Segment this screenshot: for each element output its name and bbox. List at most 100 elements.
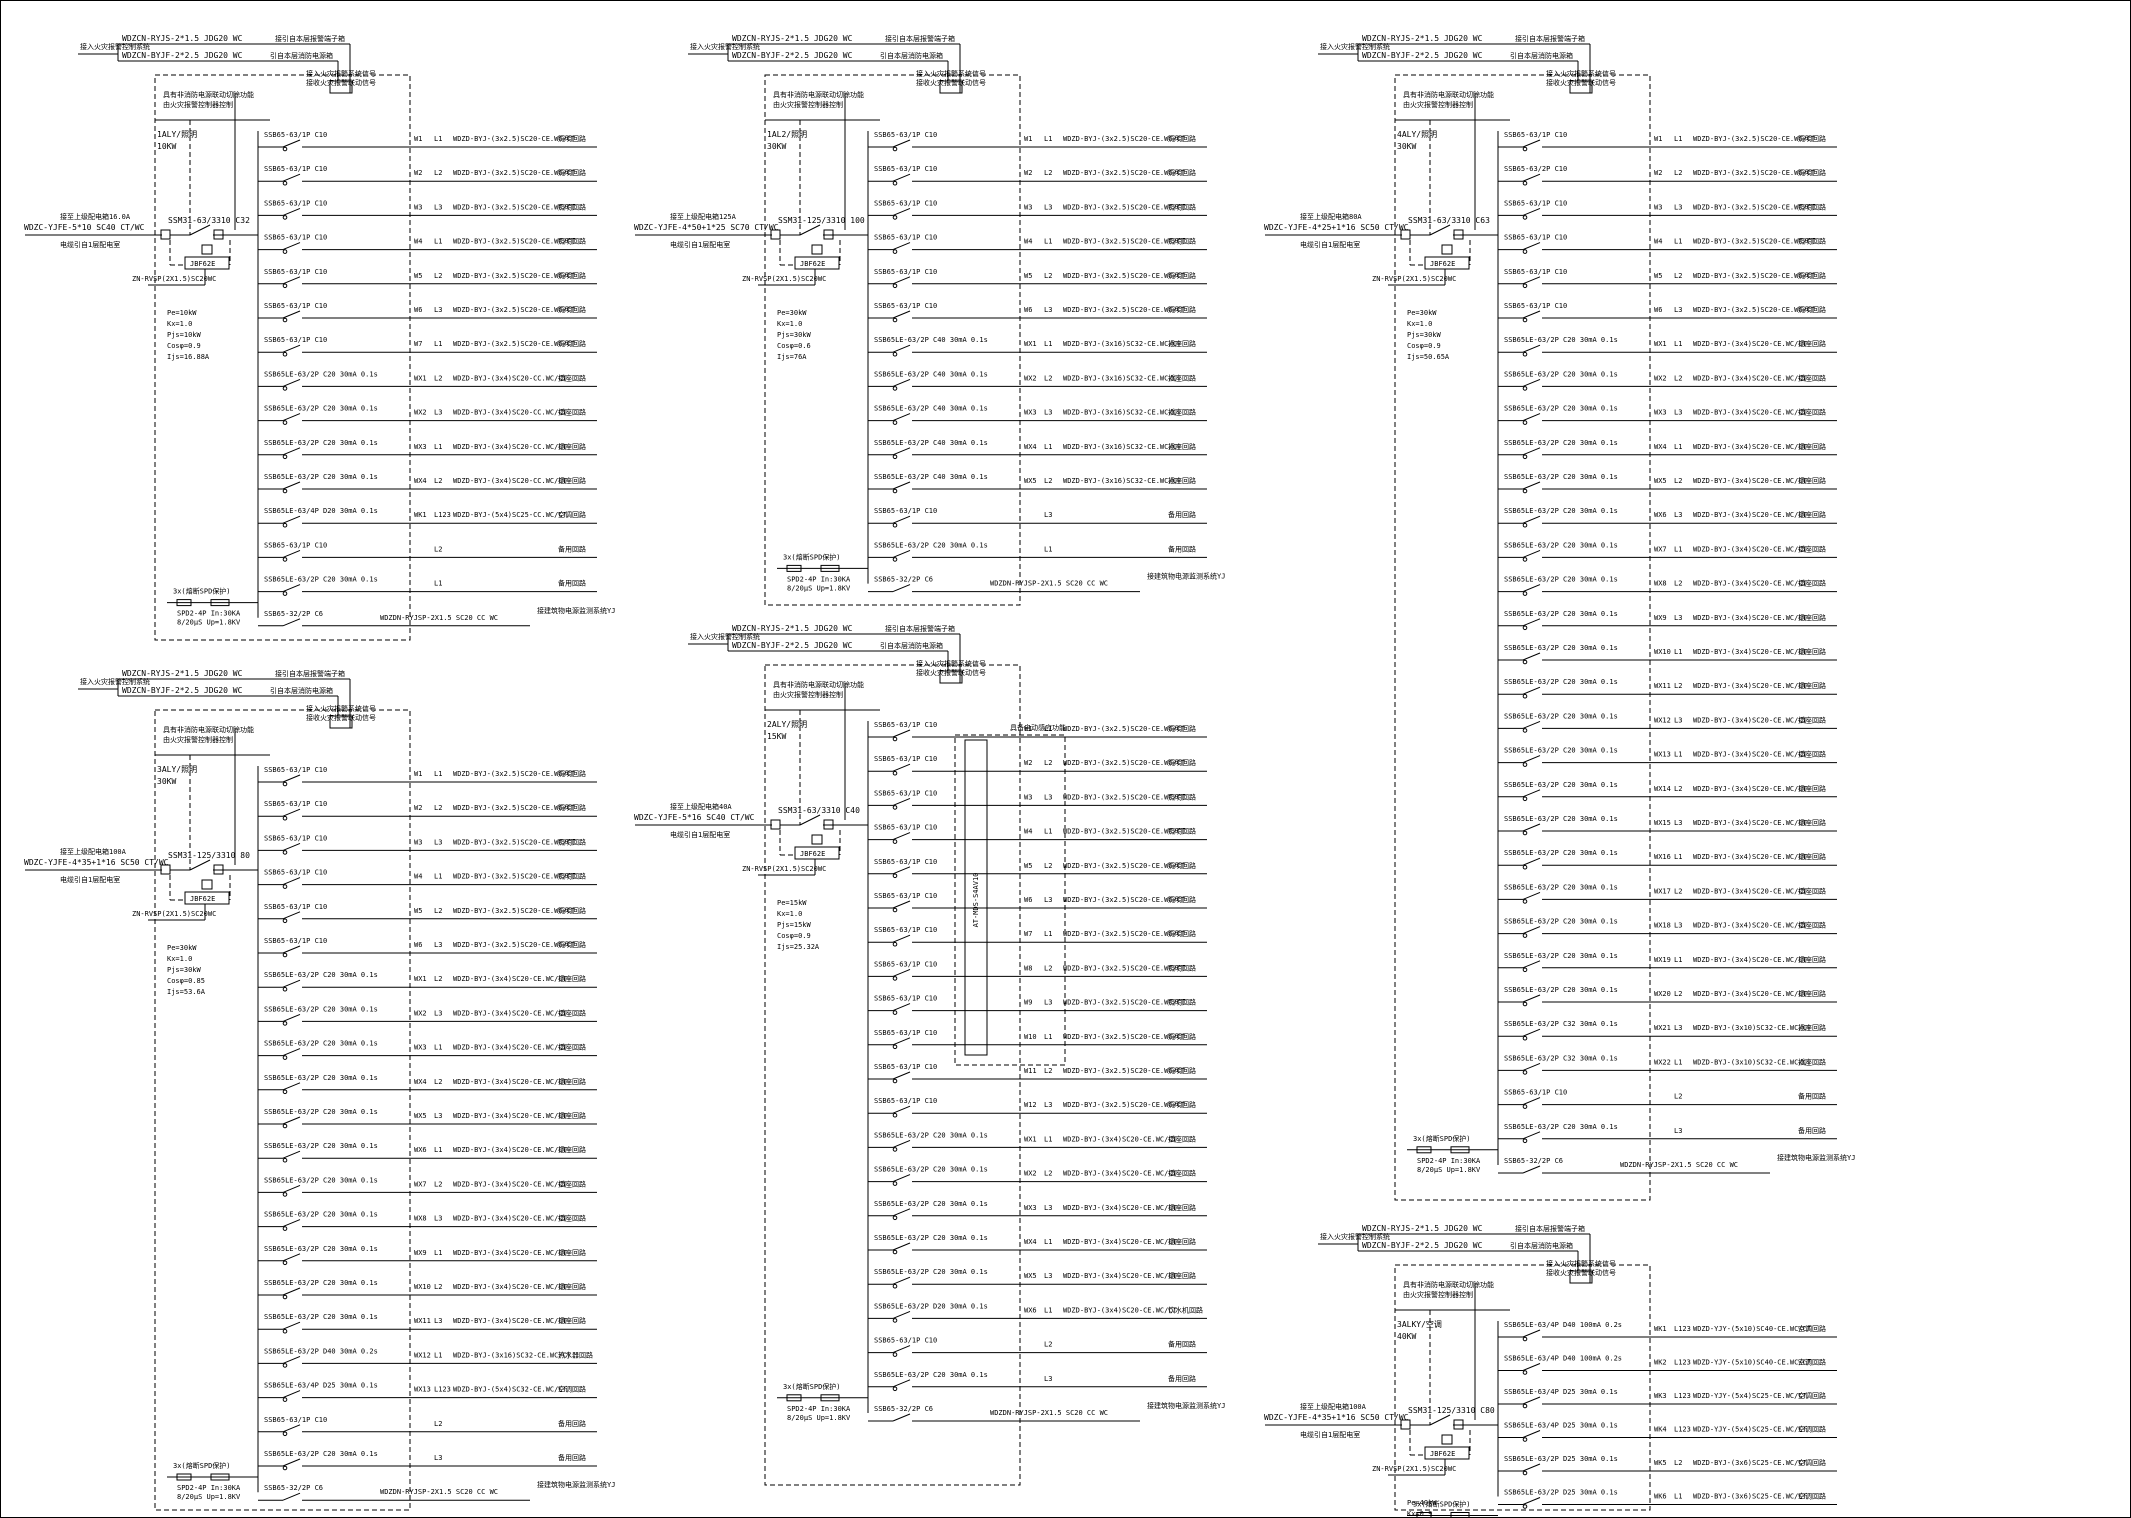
branch-breaker: SSB65-63/1P C10: [874, 789, 937, 797]
circuit-cable: WDZD-BYJ-(3x4)SC20-CE.WC/CT: [1693, 922, 1808, 930]
branch-switch: [892, 797, 911, 806]
branch-breaker: SSB65-63/1P C10: [874, 1097, 937, 1105]
circuit-phase: L3: [1674, 1127, 1682, 1135]
circuit-cable: WDZD-BYJ-(3x2.5)SC20-CE.WC/CT: [1063, 238, 1186, 246]
circuit-use: 空调回路: [558, 510, 586, 519]
branch-breaker: SSB65LE-63/2P C20 30mA 0.1s: [264, 1245, 378, 1253]
branch-switch: [282, 1424, 301, 1433]
circuit-cable: WDZD-YJY-(5x4)SC25-CE.WC/CT: [1693, 1392, 1808, 1400]
branch-switch: [1522, 1028, 1541, 1037]
incoming-cable: WDZC-YJFE-4*35+1*16 SC50 CT/WC: [1264, 1413, 1409, 1422]
branch-switch: [282, 1116, 301, 1125]
note-nonfire-cut: 具有非消防电源联动切除功能: [163, 90, 254, 99]
circuit-id: W6: [1024, 896, 1032, 904]
circuit-id: W3: [414, 203, 422, 211]
calc-value: Ijs=25.32A: [777, 943, 820, 951]
circuit-use: 插座回路: [1798, 476, 1826, 485]
breaker-contact-icon: [892, 907, 898, 913]
spd-switch: [282, 618, 301, 627]
circuit-phase: L2: [1674, 785, 1682, 793]
note-nonfire-cut: 具有非消防电源联动切除功能: [163, 725, 254, 734]
branch-breaker: SSB65LE-63/2P C40 30mA 0.1s: [874, 370, 988, 378]
circuit-phase: L2: [434, 1283, 442, 1291]
circuit-id: W5: [414, 272, 422, 280]
note-fire-signal: 接入火灾报警系统信号: [916, 659, 986, 668]
main-breaker-switch: [189, 859, 211, 871]
circuit-phase: L1: [1674, 956, 1682, 964]
circuit-phase: L3: [434, 1317, 442, 1325]
circuit-phase: L2: [434, 1420, 442, 1428]
branch-breaker: SSB65-63/1P C10: [874, 960, 937, 968]
circuit-cable: WDZD-BYJ-(3x2.5)SC20-CE.WC/CT: [453, 135, 576, 143]
branch-switch: [1522, 549, 1541, 558]
circuit-cable: WDZD-BYJ-(3x2.5)SC20-CE.WC/CT: [1063, 964, 1186, 972]
incoming-source: 接至上级配电箱100A: [1300, 1402, 1367, 1411]
circuit-cable: WDZD-BYJ-(3x4)SC20-CE.WC/CT: [453, 1317, 568, 1325]
branch-breaker: SSB65LE-63/4P D25 30mA 0.1s: [1504, 1388, 1618, 1396]
branch-breaker: SSB65-63/1P C10: [1504, 199, 1567, 207]
branch-breaker: SSB65LE-63/2P C20 30mA 0.1s: [1504, 541, 1618, 549]
circuit-cable: WDZD-BYJ-(3x4)SC20-CE.WC/CT: [1693, 545, 1808, 553]
branch-switch: [892, 1379, 911, 1388]
circuit-phase: L1: [1674, 1058, 1682, 1066]
circuit-cable: WDZD-BYJ-(3x4)SC20-CE.WC/CT: [1693, 853, 1808, 861]
breaker-contact-icon: [282, 952, 288, 958]
breaker-contact-icon: [282, 557, 288, 562]
circuit-cable: WDZD-BYJ-(3x6)SC25-CE.WC/CT: [1693, 1493, 1808, 1501]
branch-breaker: SSB65-63/1P C10: [1504, 1089, 1567, 1097]
circuit-use: 照明回路: [558, 271, 586, 280]
branch-breaker: SSB65LE-63/2P C20 30mA 0.1s: [1504, 405, 1618, 413]
circuit-id: WX14: [1654, 785, 1671, 793]
breaker-contact-icon: [892, 351, 898, 357]
circuit-phase: L1: [1044, 443, 1052, 451]
circuit-phase: L1: [434, 580, 442, 588]
calc-value: Kx=1.0: [1407, 320, 1432, 328]
jbf-module: JBF62E: [190, 895, 215, 903]
circuit-cable: WDZD-BYJ-(5x4)SC32-CE.WC/CT: [453, 1386, 568, 1394]
panel-power: 15KW: [767, 732, 786, 741]
circuit-phase: L3: [1044, 1272, 1052, 1280]
breaker-contact-icon: [282, 249, 288, 254]
circuit-use: 照明回路: [1168, 237, 1196, 246]
branch-breaker: SSB65LE-63/2P C20 30mA 0.1s: [1504, 952, 1618, 960]
note-fire-signal: 接入火灾报警系统信号: [306, 704, 376, 713]
circuit-phase: L1: [1044, 545, 1052, 553]
branch-switch: [1522, 1363, 1541, 1371]
circuit-use: 插座回路: [558, 1043, 586, 1052]
branch-breaker: SSB65LE-63/2P C32 30mA 0.1s: [1504, 1054, 1618, 1062]
fire-power-tag: 引自本层消防电源箱: [880, 51, 943, 60]
circuit-phase: L2: [1674, 374, 1682, 382]
circuit-cable: WDZD-BYJ-(3x4)SC20-CE.WC/CT: [1693, 580, 1808, 588]
circuit-cable: WDZD-BYJ-(3x16)SC32-CE.WC/CT: [1063, 409, 1182, 417]
branch-breaker: SSB65LE-63/2P C20 30mA 0.1s: [1504, 507, 1618, 515]
breaker-contact-icon: [1522, 420, 1528, 425]
circuit-use: 插座回路: [1168, 339, 1196, 348]
breaker-contact-icon: [892, 770, 898, 776]
circuit-use: 照明回路: [1168, 998, 1196, 1007]
calc-value: Pe=30kW: [777, 309, 807, 317]
circuit-id: WX16: [1654, 853, 1671, 861]
circuit-cable: WDZD-BYJ-(3x4)SC20-CC.WC/CT: [453, 374, 568, 382]
branch-switch: [1522, 276, 1541, 285]
circuit-use: 插座回路: [1798, 613, 1826, 622]
circuit-id: W3: [414, 838, 422, 846]
circuit-id: WX15: [1654, 819, 1671, 827]
circuit-phase: L2: [1044, 1341, 1052, 1349]
circuit-phase: L2: [434, 477, 442, 485]
panel-enclosure: [1394, 1264, 1651, 1511]
circuit-cable: WDZD-BYJ-(3x2.5)SC20-CE.WC/CT: [453, 941, 576, 949]
breaker-icon: [213, 229, 224, 240]
main-breaker-switch: [1429, 1414, 1451, 1426]
branch-breaker: SSB65LE-63/2P C20 30mA 0.1s: [1504, 576, 1618, 584]
circuit-cable: WDZD-BYJ-(3x2.5)SC20-CE.WC/CT: [1063, 1033, 1186, 1041]
breaker-contact-icon: [892, 1249, 898, 1255]
jbf-module-icon: [1424, 1446, 1470, 1460]
